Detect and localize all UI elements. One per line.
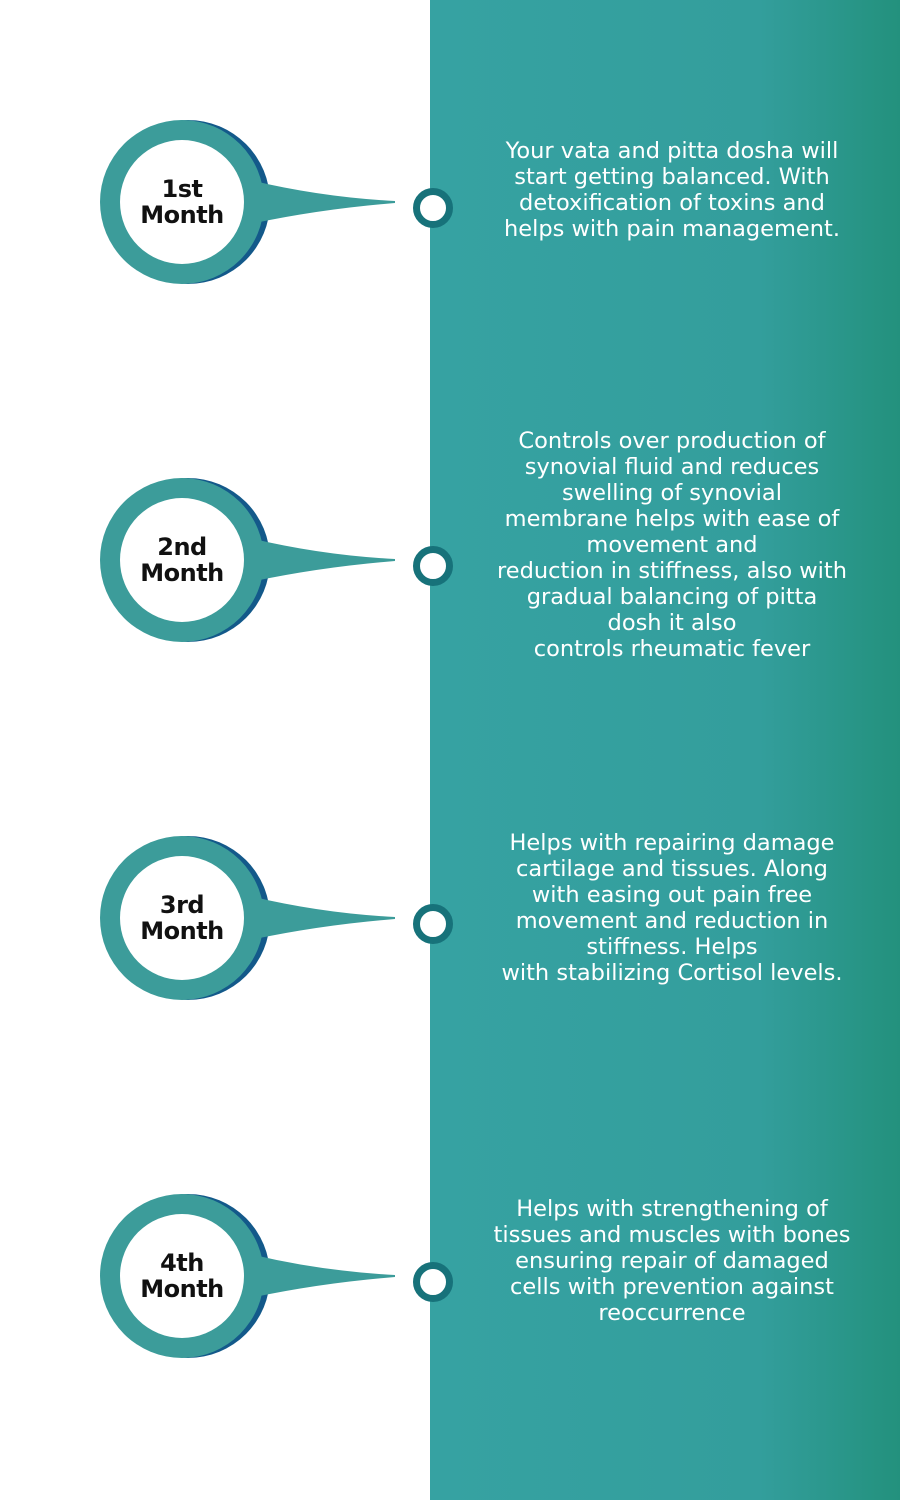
description-line: dosh it also <box>607 610 737 636</box>
description-line: synovial fluid and reduces <box>524 454 820 480</box>
month-badge-2: 2nd Month <box>120 498 244 622</box>
timeline-item-3: 3rd Month Helps with repairing damage ca… <box>0 818 900 1018</box>
timeline-node-icon <box>413 904 453 944</box>
timeline-item-2: 2nd Month Controls over production of sy… <box>0 428 900 662</box>
month-badge-1: 1st Month <box>120 140 244 264</box>
badge-number: 4th <box>160 1249 204 1277</box>
description-line: cells with prevention against <box>510 1274 834 1300</box>
description-line: cartilage and tissues. Along <box>516 856 828 882</box>
description-4: Helps with strengthening of tissues and … <box>462 1196 882 1326</box>
description-line: swelling of synovial <box>562 480 782 506</box>
description-line: reduction in stiffness, also with <box>497 558 847 584</box>
description-line: movement and reduction in <box>515 908 829 934</box>
description-line: ensuring repair of damaged <box>515 1248 829 1274</box>
description-line: Helps with repairing damage <box>509 830 835 856</box>
teal-background-panel <box>430 0 900 1500</box>
description-line: membrane helps with ease of <box>504 506 840 532</box>
description-line: Controls over production of <box>518 428 826 454</box>
description-line: gradual balancing of pitta <box>526 584 818 610</box>
description-line: controls rheumatic fever <box>533 636 811 662</box>
month-badge-3: 3rd Month <box>120 856 244 980</box>
badge-number: 1st <box>161 175 203 203</box>
timeline-item-4: 4th Month Helps with strengthening of ti… <box>0 1176 900 1376</box>
description-line: Helps with strengthening of <box>516 1196 828 1222</box>
timeline-node-icon <box>413 1262 453 1302</box>
description-line: Your vata and pitta dosha will <box>505 138 839 164</box>
timeline-node-icon <box>413 546 453 586</box>
badge-number: 3rd <box>159 891 205 919</box>
badge-label: Month <box>140 917 224 945</box>
description-line: with stabilizing Cortisol levels. <box>501 960 843 986</box>
description-line: start getting balanced. With <box>514 164 830 190</box>
badge-label: Month <box>140 559 224 587</box>
description-2: Controls over production of synovial flu… <box>462 428 882 662</box>
timeline-node-icon <box>413 188 453 228</box>
badge-label: Month <box>140 1275 224 1303</box>
badge-number: 2nd <box>157 533 207 561</box>
description-line: helps with pain management. <box>503 216 840 242</box>
description-line: stiffness. Helps <box>586 934 758 960</box>
description-line: movement and <box>586 532 758 558</box>
timeline-item-1: 1st Month Your vata and pitta dosha will… <box>0 102 900 302</box>
description-line: detoxification of toxins and <box>519 190 825 216</box>
description-line: tissues and muscles with bones <box>493 1222 851 1248</box>
month-badge-4: 4th Month <box>120 1214 244 1338</box>
badge-label: Month <box>140 201 224 229</box>
description-line: with easing out pain free <box>531 882 813 908</box>
description-3: Helps with repairing damage cartilage an… <box>462 830 882 986</box>
description-1: Your vata and pitta dosha will start get… <box>462 138 882 242</box>
description-line: reoccurrence <box>598 1300 746 1326</box>
